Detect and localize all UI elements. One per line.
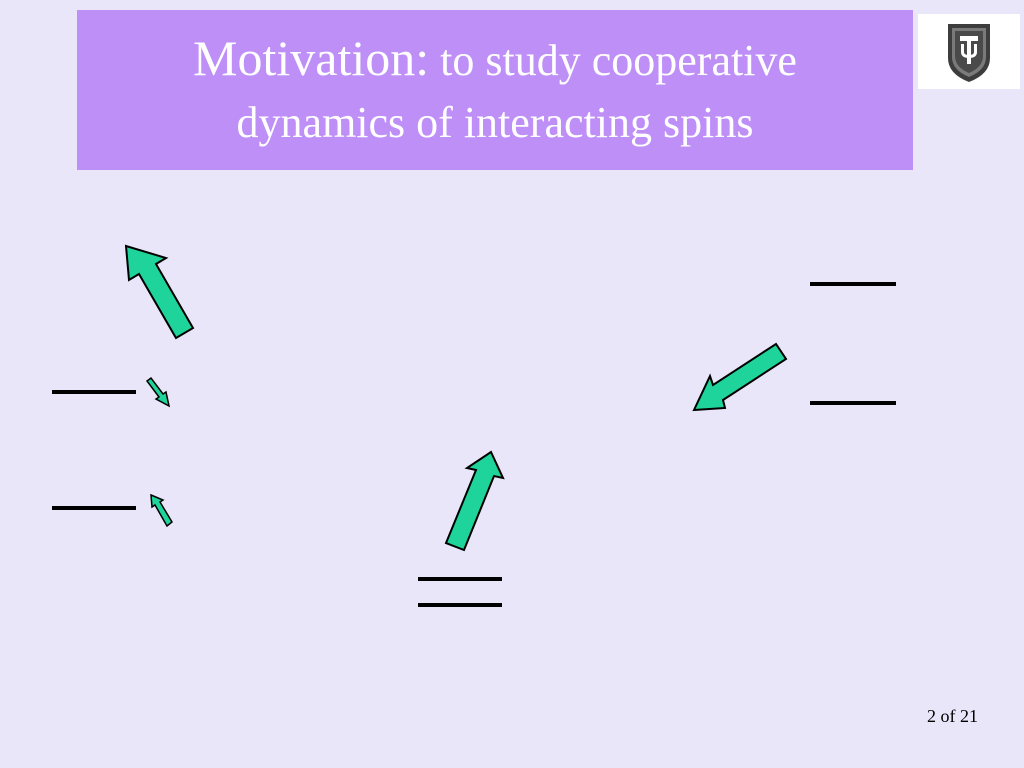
spin-arrow xyxy=(444,450,505,552)
logo xyxy=(918,14,1020,89)
shield-logo-icon xyxy=(948,24,990,82)
title-line-1: Motivation: to study cooperative xyxy=(193,27,797,92)
spin-arrow xyxy=(150,493,173,528)
spin-arrow xyxy=(145,376,171,408)
title-lead: Motivation: xyxy=(193,29,430,86)
title-rest: to study cooperative xyxy=(429,35,797,85)
spin-arrow xyxy=(692,342,788,412)
spin-arrow xyxy=(124,244,195,340)
title-bar: Motivation: to study cooperative dynamic… xyxy=(77,10,913,170)
page-number: 2 of 21 xyxy=(927,706,978,726)
title-line-2: dynamics of interacting spins xyxy=(236,97,754,147)
